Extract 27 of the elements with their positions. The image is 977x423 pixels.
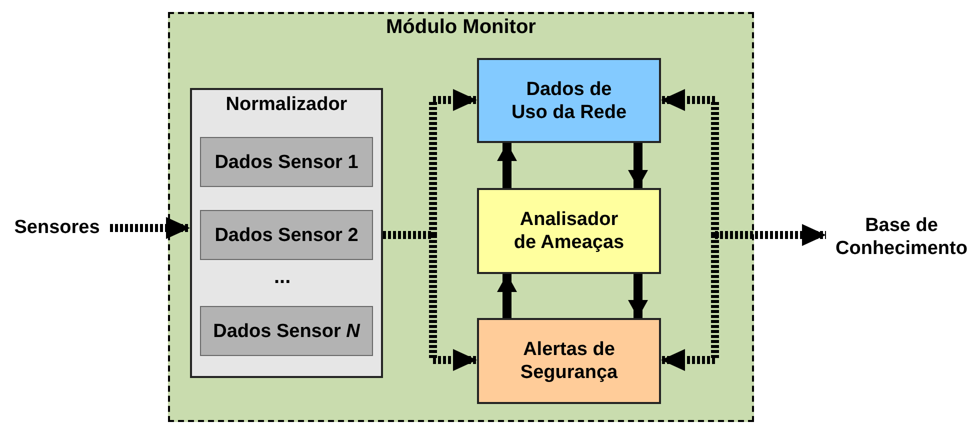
hatched-arrow xyxy=(497,143,517,188)
process-box xyxy=(477,58,661,143)
group-title: Módulo Monitor xyxy=(386,16,536,39)
node-text: Alertas de Segurança xyxy=(519,338,619,384)
node-text: Base de Conhecimento xyxy=(834,214,968,260)
hatched-arrow xyxy=(628,143,648,188)
sensor-data-box xyxy=(200,306,373,356)
hatched-arrow xyxy=(628,274,648,318)
node-text: Dados Sensor 2 xyxy=(214,224,358,246)
node-text: Sensores xyxy=(14,216,100,238)
node-text: Analisador de Ameaças xyxy=(512,208,626,254)
ellipsis-label: ... xyxy=(274,266,291,289)
process-box xyxy=(477,188,661,274)
hatched-arrow xyxy=(715,224,826,246)
normalizer-box xyxy=(190,88,383,378)
hatched-arrow xyxy=(497,274,517,318)
node-text: Dados Sensor N xyxy=(213,320,360,342)
node-text: Dados de Uso da Rede xyxy=(510,78,628,124)
process-box xyxy=(477,318,661,404)
hatched-arrow xyxy=(110,217,190,239)
group-title: Normalizador xyxy=(226,94,348,116)
node-text: Dados Sensor 1 xyxy=(214,150,358,174)
sensor-data-box xyxy=(200,137,373,187)
module-container xyxy=(168,12,754,422)
hatched-arrow xyxy=(661,89,719,235)
hatched-arrow xyxy=(661,235,719,371)
sensor-data-box xyxy=(200,210,373,260)
